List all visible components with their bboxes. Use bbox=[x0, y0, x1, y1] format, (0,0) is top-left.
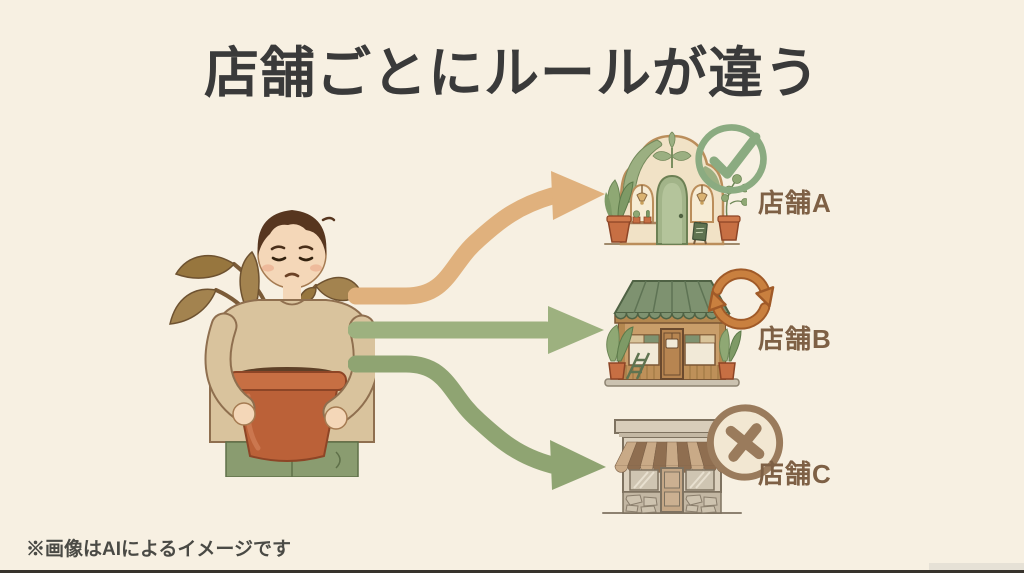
ai-image-disclaimer: ※画像はAIによるイメージです bbox=[26, 539, 292, 560]
closed-eye bbox=[271, 256, 287, 262]
easel-sign bbox=[692, 221, 708, 245]
shop-door bbox=[660, 467, 684, 513]
arched-window-right bbox=[690, 183, 714, 223]
arrow-to-store-a bbox=[348, 171, 605, 305]
terracotta-pot bbox=[227, 367, 347, 462]
shop-window-right bbox=[684, 334, 716, 366]
shop-window-left bbox=[629, 469, 659, 491]
green-awning bbox=[613, 280, 731, 320]
store-a-building-illustration bbox=[604, 131, 747, 246]
arrow-to-store-c bbox=[348, 355, 606, 490]
potted-plant-right bbox=[718, 328, 742, 380]
flow-arrows bbox=[348, 171, 606, 490]
check-circle-icon bbox=[695, 124, 767, 194]
page-title: 店舗ごとにルールが違う bbox=[203, 42, 820, 104]
store-c-building-illustration bbox=[602, 419, 742, 514]
hair bbox=[257, 210, 327, 256]
arrow-to-store-b bbox=[348, 306, 604, 354]
shop-window-left bbox=[628, 334, 660, 366]
refresh-arrows-icon bbox=[707, 268, 775, 330]
potted-plant-right bbox=[717, 174, 747, 241]
bottom-right-shade bbox=[929, 563, 1024, 570]
sad-man-holding-wilted-plant-illustration bbox=[169, 210, 375, 477]
cacti-shelf bbox=[628, 210, 656, 225]
potted-plant-left bbox=[604, 179, 634, 243]
shop-door bbox=[660, 328, 684, 380]
potted-plant-left bbox=[606, 324, 634, 380]
store-c-label: 店舗C bbox=[758, 459, 832, 489]
leaf-motif bbox=[652, 131, 692, 168]
closed-eye bbox=[298, 256, 314, 262]
store-b-building-illustration bbox=[604, 280, 742, 387]
store-a-label: 店舗A bbox=[758, 188, 832, 218]
bottom-edge-bar bbox=[0, 570, 1024, 573]
cross-circle-icon bbox=[706, 404, 784, 481]
sad-mouth bbox=[284, 272, 300, 278]
arms bbox=[204, 312, 375, 430]
ladder bbox=[625, 352, 651, 380]
shop-window-right bbox=[685, 469, 715, 491]
store-b-label: 店舗B bbox=[758, 324, 832, 354]
